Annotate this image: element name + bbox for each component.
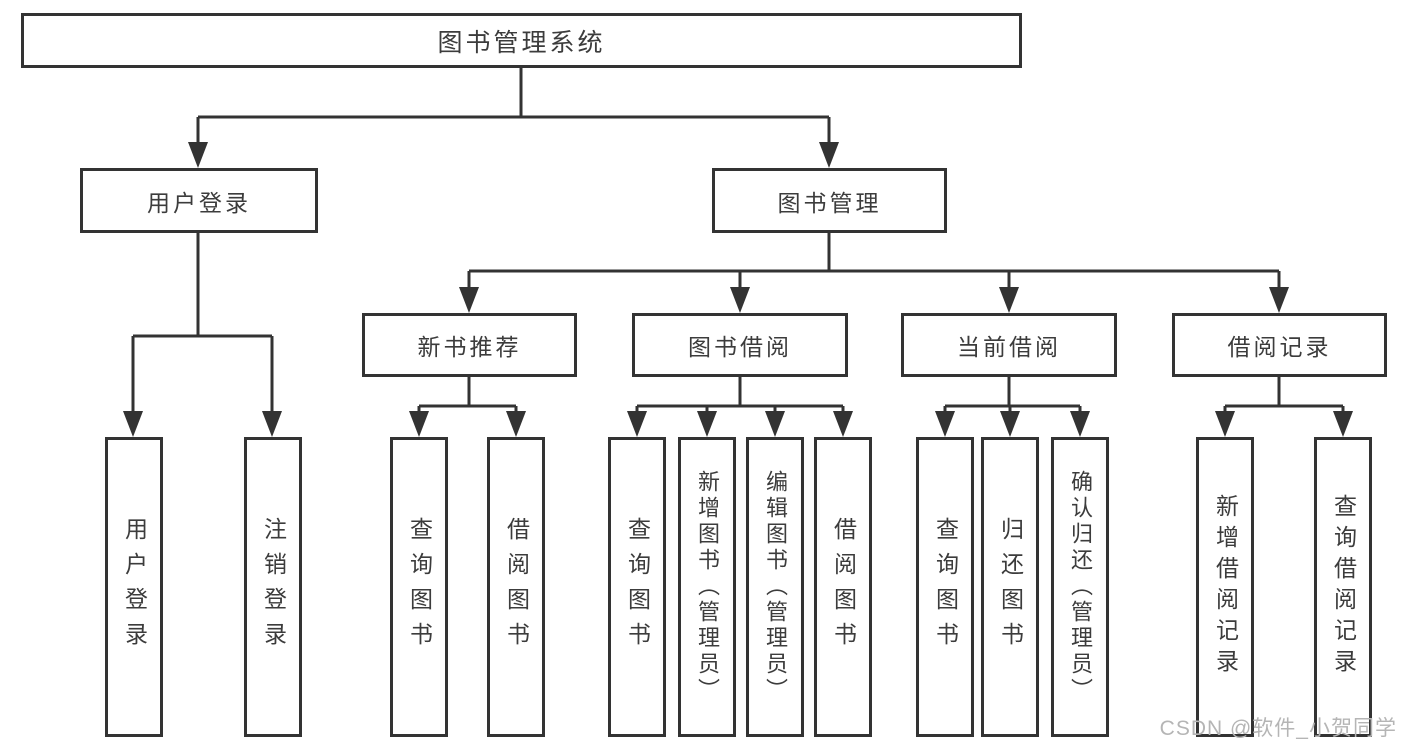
leaf-borrow-books-recommend: 借阅图书 xyxy=(487,437,545,737)
node-root-label: 图书管理系统 xyxy=(437,28,606,57)
arrowhead-icons xyxy=(123,142,1353,437)
node-new-book-recommend: 新书推荐 xyxy=(362,313,577,377)
leaf-user-login: 用户登录 xyxy=(105,437,163,737)
node-current-borrowing-label: 当前借阅 xyxy=(957,334,1061,360)
leaf-confirm-return-admin-label: 确认归还（管理员） xyxy=(1068,470,1093,704)
leaf-return-books-label: 归还图书 xyxy=(997,517,1024,657)
leaf-confirm-return-admin: 确认归还（管理员） xyxy=(1051,437,1109,737)
leaf-add-borrow-record: 新增借阅记录 xyxy=(1196,437,1254,737)
leaf-logout-label: 注销登录 xyxy=(260,517,287,657)
csdn-watermark: CSDN @软件_小贺同学 xyxy=(1159,717,1397,740)
leaf-logout: 注销登录 xyxy=(244,437,302,737)
leaf-query-books-current-label: 查询图书 xyxy=(932,517,959,657)
leaf-query-books-borrowing: 查询图书 xyxy=(608,437,666,737)
leaf-edit-books-admin: 编辑图书（管理员） xyxy=(746,437,804,737)
node-root: 图书管理系统 xyxy=(21,13,1022,68)
leaf-edit-books-admin-label: 编辑图书（管理员） xyxy=(763,470,788,704)
node-user-login: 用户登录 xyxy=(80,168,318,233)
leaf-query-books-recommend-label: 查询图书 xyxy=(406,517,433,657)
leaf-return-books: 归还图书 xyxy=(981,437,1039,737)
leaf-add-books-admin-label: 新增图书（管理员） xyxy=(695,470,720,704)
leaf-add-books-admin: 新增图书（管理员） xyxy=(678,437,736,737)
node-book-borrowing: 图书借阅 xyxy=(632,313,848,377)
leaf-query-books-recommend: 查询图书 xyxy=(390,437,448,737)
leaf-borrow-books-borrowing: 借阅图书 xyxy=(814,437,872,737)
node-user-login-label: 用户登录 xyxy=(147,189,251,216)
node-new-book-recommend-label: 新书推荐 xyxy=(417,334,522,360)
node-book-management-label: 图书管理 xyxy=(777,189,882,216)
leaf-query-books-borrowing-label: 查询图书 xyxy=(624,517,651,657)
leaf-add-borrow-record-label: 新增借阅记录 xyxy=(1212,494,1239,680)
leaf-query-borrow-record-label: 查询借阅记录 xyxy=(1330,494,1357,680)
leaf-borrow-books-recommend-label: 借阅图书 xyxy=(503,517,530,657)
leaf-query-books-current: 查询图书 xyxy=(916,437,974,737)
node-current-borrowing: 当前借阅 xyxy=(901,313,1117,377)
node-borrowing-records: 借阅记录 xyxy=(1172,313,1387,377)
leaf-query-borrow-record: 查询借阅记录 xyxy=(1314,437,1372,737)
leaf-borrow-books-borrowing-label: 借阅图书 xyxy=(830,517,857,657)
leaf-user-login-label: 用户登录 xyxy=(121,517,148,657)
node-borrowing-records-label: 借阅记录 xyxy=(1227,334,1332,360)
node-book-borrowing-label: 图书借阅 xyxy=(688,334,792,360)
node-book-management: 图书管理 xyxy=(712,168,947,233)
